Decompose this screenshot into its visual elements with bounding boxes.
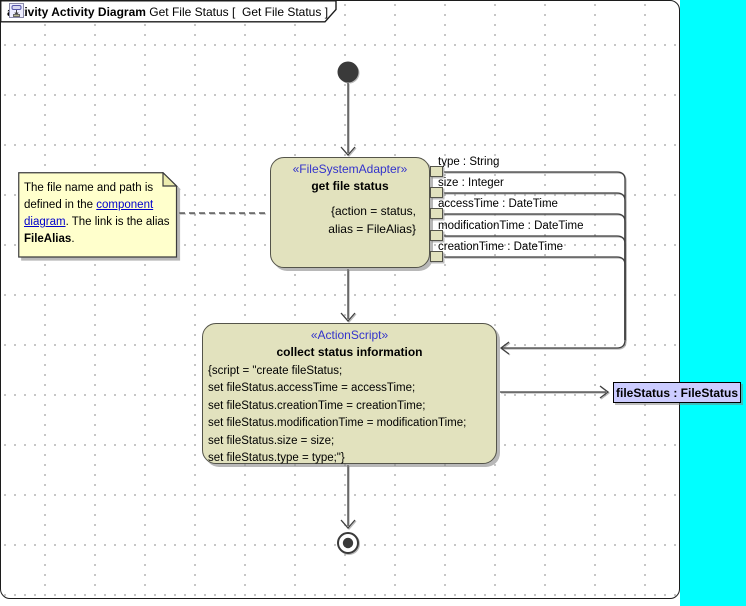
output-pin-accesstime[interactable] xyxy=(430,208,443,219)
output-node-filestatus[interactable]: fileStatus : FileStatus xyxy=(613,382,741,403)
diagram-name-label: Get File Status [ xyxy=(145,4,239,19)
note-shape xyxy=(18,172,178,258)
pin-label-accesstime: accessTime : DateTime xyxy=(438,198,558,210)
activity-diagram-frame xyxy=(0,0,680,599)
diagram-context-label: Get File Status ] xyxy=(238,4,329,19)
diagram-kind-label: activity Activity Diagram xyxy=(7,4,146,19)
pin-label-creationtime: creationTime : DateTime xyxy=(438,241,564,253)
note-text: The file name and path is defined in the… xyxy=(24,182,170,245)
note-comment[interactable]: The file name and path is defined in the… xyxy=(18,172,180,260)
output-pin-modificationtime[interactable] xyxy=(430,230,443,241)
action2-stereotype: «ActionScript» xyxy=(310,328,389,342)
action1-tagged-values: {action = status, alias = FileAlias} xyxy=(328,204,416,236)
outside-canvas-area xyxy=(680,0,746,606)
action1-stereotype: «FileSystemAdapter» xyxy=(292,162,408,176)
output-node-label: fileStatus : FileStatus xyxy=(615,385,739,400)
action2-name: collect status information xyxy=(276,345,423,359)
action-collect-status-information[interactable]: «ActionScript» collect status informatio… xyxy=(202,323,497,464)
output-pin-creationtime[interactable] xyxy=(430,251,443,262)
component-diagram-link[interactable]: component diagram xyxy=(24,199,154,228)
pin-label-modificationtime: modificationTime : DateTime xyxy=(438,220,584,232)
file-alias-label: FileAlias xyxy=(24,233,72,245)
pin-label-size: size : Integer xyxy=(438,177,504,189)
action2-script-body: {script = "create fileStatus; set fileSt… xyxy=(208,365,467,465)
diagram-title: activity Activity Diagram Get File Statu… xyxy=(7,3,328,20)
output-pin-size[interactable] xyxy=(430,187,443,198)
pin-label-type: type : String xyxy=(438,156,500,168)
action1-name: get file status xyxy=(311,179,389,193)
activity-diagram-icon xyxy=(9,3,24,18)
output-pin-type[interactable] xyxy=(430,166,443,177)
action-get-file-status[interactable]: «FileSystemAdapter» get file status {act… xyxy=(270,157,430,268)
diagram-title-tab: activity Activity Diagram Get File Statu… xyxy=(0,0,340,24)
